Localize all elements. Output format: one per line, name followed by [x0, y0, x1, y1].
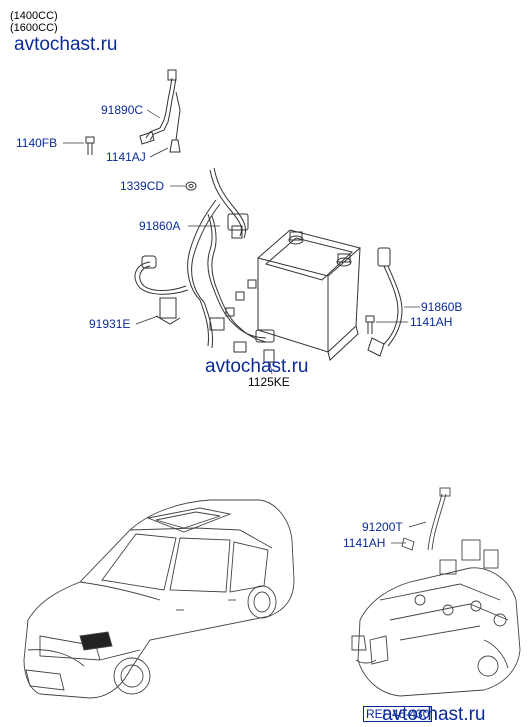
battery-cable-91860b	[367, 247, 403, 357]
bolt-1141ah-a	[365, 315, 375, 334]
part-label-91860a[interactable]: 91860A	[139, 219, 181, 233]
part-label-91931e[interactable]: 91931E	[89, 317, 131, 331]
watermark-middle: avtochast.ru	[205, 356, 309, 377]
grommet-1339cd	[185, 181, 197, 191]
ground-strap-91890c	[139, 69, 181, 153]
part-label-91860b[interactable]: 91860B	[421, 300, 463, 314]
battery-cable-91860a	[134, 167, 275, 363]
part-label-1141ah-b[interactable]: 1141AH	[343, 536, 386, 550]
part-label-1140fb[interactable]: 1140FB	[16, 136, 58, 150]
engine-label-1400: (1400CC)	[10, 10, 58, 22]
watermark-top: avtochast.ru	[14, 34, 118, 55]
ref-link[interactable]: REF.46-430	[363, 706, 433, 722]
part-label-91890c[interactable]: 91890C	[101, 103, 144, 117]
part-label-1141ah-a[interactable]: 1141AH	[410, 315, 453, 329]
engine-label-1600: (1600CC)	[10, 22, 58, 34]
battery	[256, 229, 362, 361]
part-label-91200t[interactable]: 91200T	[362, 520, 403, 534]
part-label-1125ke: 1125KE	[248, 375, 290, 389]
part-label-1141aj[interactable]: 1141AJ	[106, 150, 146, 164]
bolt-1140fb	[85, 136, 95, 155]
car-illustration	[23, 499, 295, 699]
watermark-bottom: avtochast.ru	[382, 704, 486, 725]
transmission-illustration	[351, 487, 521, 697]
part-label-1339cd[interactable]: 1339CD	[120, 179, 165, 193]
